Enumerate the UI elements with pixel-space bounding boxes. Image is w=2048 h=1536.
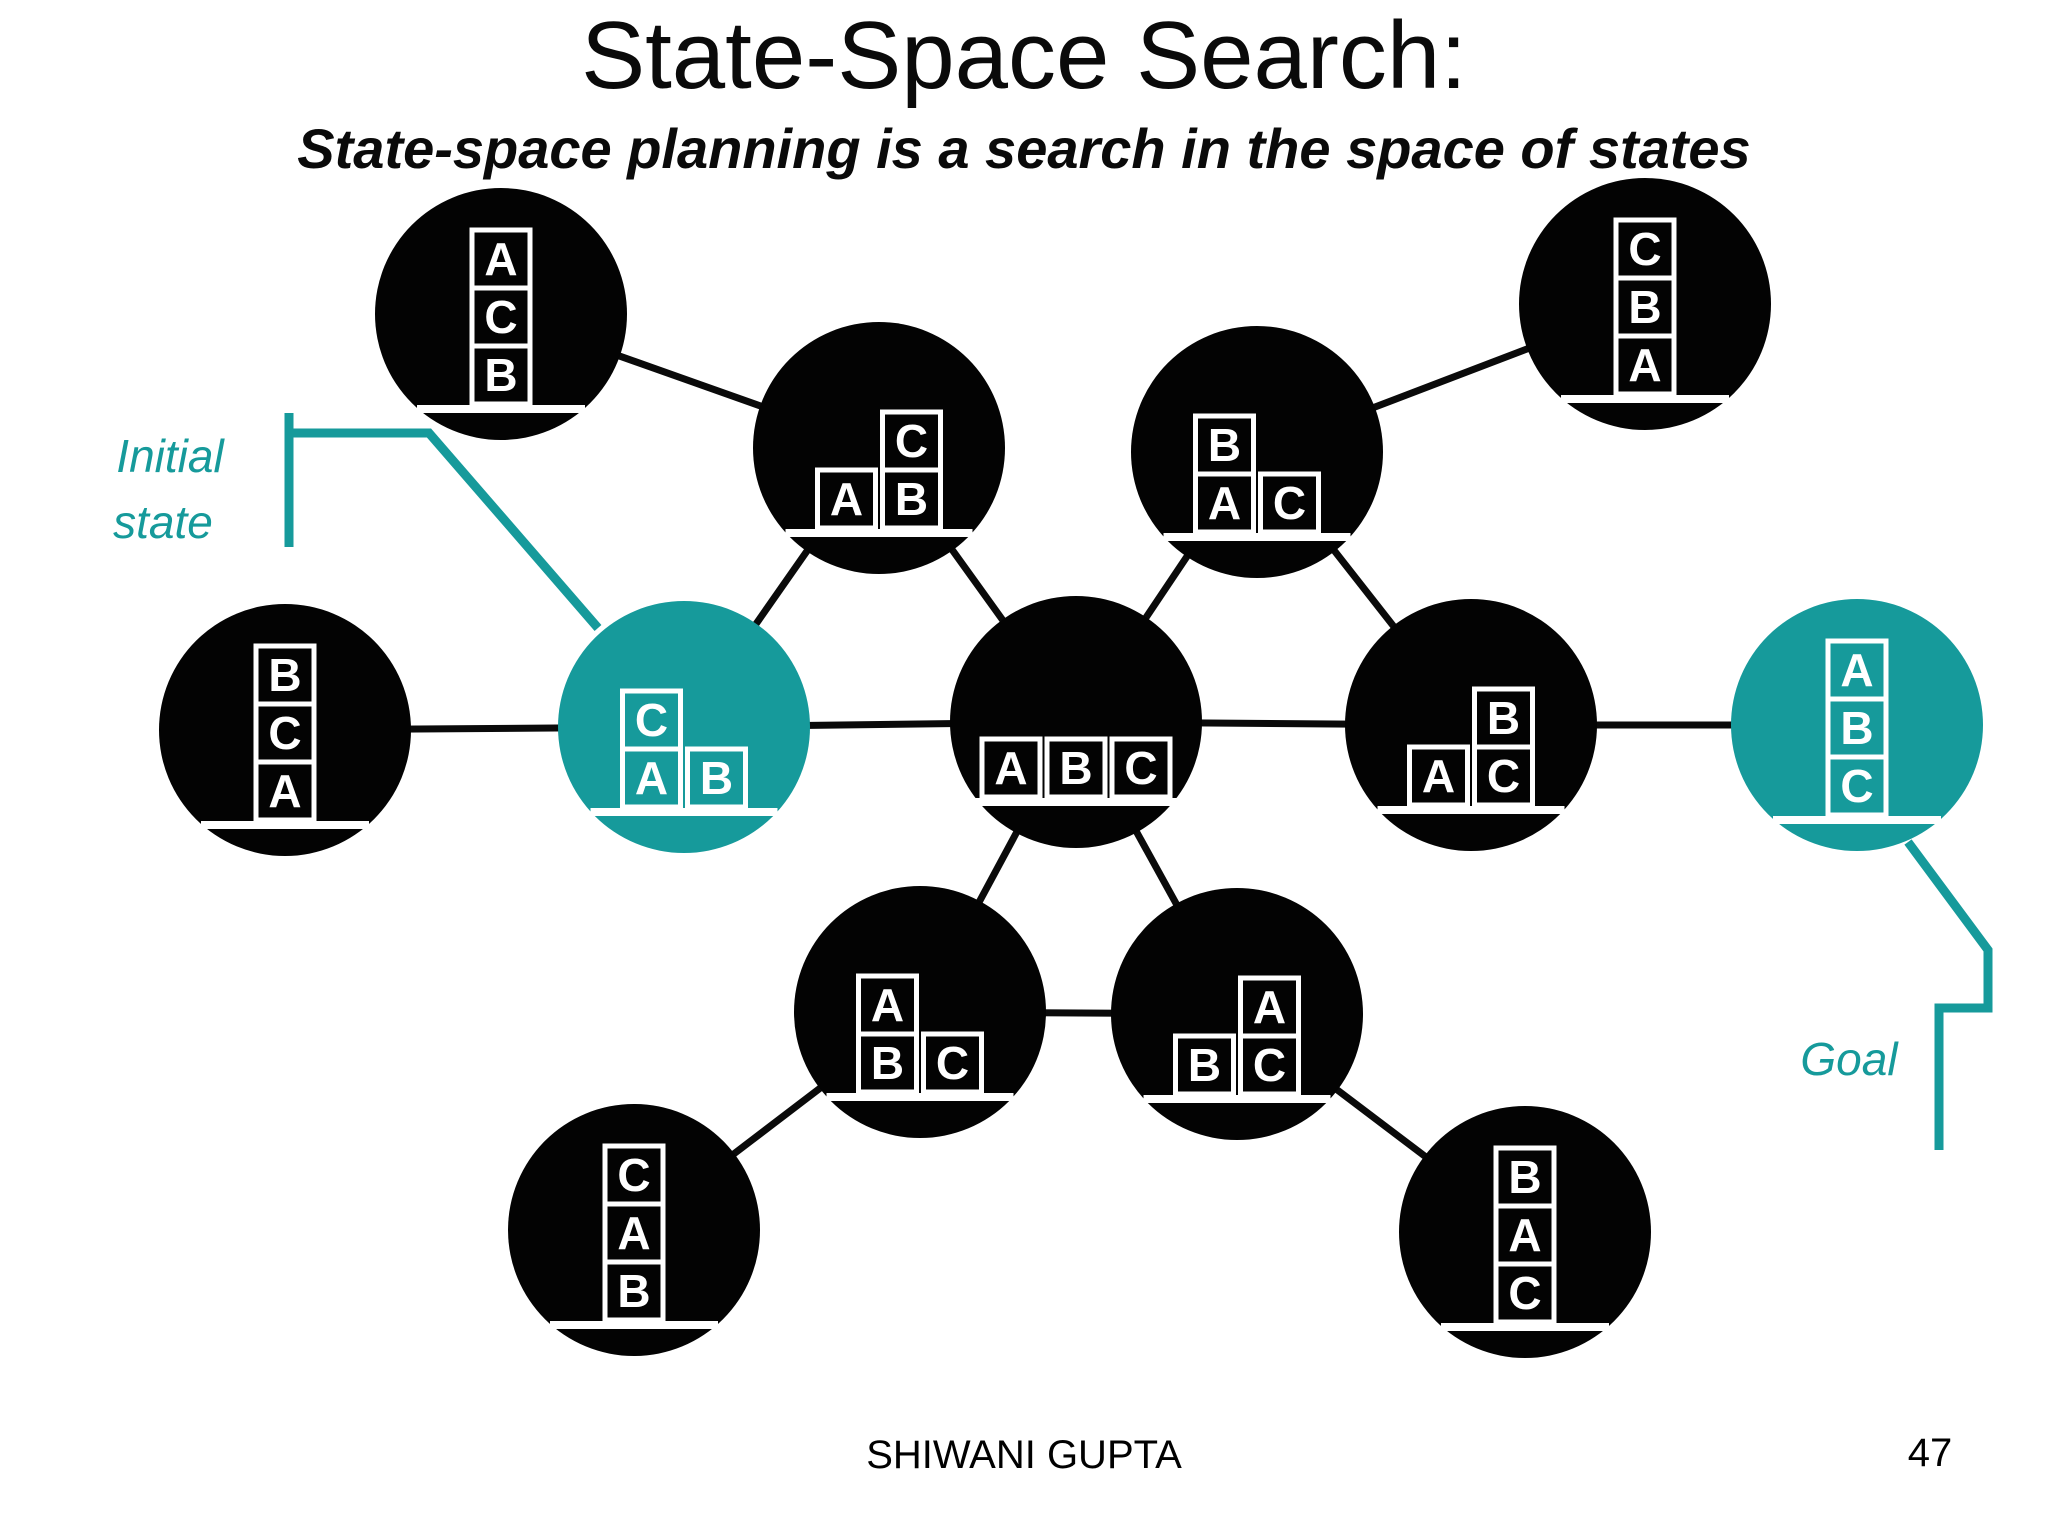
node-circle (1731, 599, 1983, 851)
block-letter-b: B (1208, 419, 1241, 471)
state-node-stack-bca: ACB (159, 604, 411, 856)
block-b (1493, 1145, 1557, 1209)
block-letter-c: C (635, 694, 668, 746)
block-c (880, 409, 943, 473)
node-circle (375, 188, 627, 440)
block-letter-a: A (830, 473, 863, 525)
block-letter-a: A (871, 979, 904, 1031)
block-letter-b: B (1059, 742, 1092, 794)
block-letter-b: B (1188, 1039, 1221, 1091)
block-letter-b: B (1487, 692, 1520, 744)
block-letter-c: C (268, 707, 301, 759)
state-node-stack-abc: CBA (1731, 599, 1983, 851)
goal-connector-line (1904, 839, 1993, 1150)
block-a (815, 467, 878, 531)
block-c (921, 1031, 984, 1095)
footer-author: SHIWANI GUPTA (866, 1433, 1182, 1477)
state-node-ba-c: ABC (1131, 326, 1383, 578)
state-node-stack-cab: BAC (508, 1104, 760, 1356)
block-letter-c: C (895, 415, 928, 467)
state-node-ab-c: BAC (794, 886, 1046, 1138)
block-letter-c: C (1273, 477, 1306, 529)
block-letter-a: A (484, 233, 517, 285)
block-c (620, 688, 683, 752)
block-letter-c: C (936, 1037, 969, 1089)
block-letter-c: C (1487, 750, 1520, 802)
block-c (602, 1143, 666, 1207)
annotations-layer (284, 413, 1993, 1150)
block-a (1407, 744, 1470, 808)
initial-state-label-line2: state (113, 496, 213, 548)
node-circle (508, 1104, 760, 1356)
initial-state-label-line1: Initial (116, 430, 225, 482)
block-letter-c: C (1124, 742, 1157, 794)
block-letter-a: A (994, 742, 1027, 794)
state-node-ca-b: ACB (558, 601, 810, 853)
block-letter-b: B (268, 649, 301, 701)
block-letter-a: A (617, 1207, 650, 1259)
block-letter-c: C (1253, 1039, 1286, 1091)
goal-label: Goal (1800, 1033, 1899, 1085)
block-letter-a: A (635, 752, 668, 804)
block-b (685, 746, 748, 810)
block-c (1258, 471, 1321, 535)
block-letter-a: A (1422, 750, 1455, 802)
block-letter-b: B (700, 752, 733, 804)
block-letter-b: B (1628, 281, 1661, 333)
block-c (1613, 217, 1677, 281)
block-letter-c: C (1628, 223, 1661, 275)
block-a (469, 227, 533, 291)
node-circle (159, 604, 411, 856)
initial-state-connector-line (289, 428, 602, 631)
block-letter-a: A (268, 765, 301, 817)
block-letter-a: A (1253, 981, 1286, 1033)
state-node-stack-acb: BCA (375, 188, 627, 440)
node-circle (1519, 178, 1771, 430)
block-b (1193, 413, 1256, 477)
block-letter-b: B (1508, 1151, 1541, 1203)
block-a (856, 973, 919, 1037)
block-b (1472, 686, 1535, 750)
block-letter-c: C (617, 1149, 650, 1201)
block-letter-b: B (871, 1037, 904, 1089)
block-b (1044, 736, 1108, 800)
block-a (1238, 975, 1301, 1039)
block-letter-a: A (1840, 644, 1873, 696)
page-number: 47 (1908, 1431, 1953, 1475)
block-letter-b: B (895, 473, 928, 525)
block-letter-b: B (1840, 702, 1873, 754)
block-letter-a: A (1508, 1209, 1541, 1261)
block-a (1825, 638, 1889, 702)
block-letter-c: C (1508, 1267, 1541, 1319)
node-circle (950, 596, 1202, 848)
block-letter-a: A (1208, 477, 1241, 529)
state-node-stack-bac: CAB (1399, 1106, 1651, 1358)
node-circle (1399, 1106, 1651, 1358)
block-letter-b: B (484, 349, 517, 401)
slide-subtitle: State-space planning is a search in the … (297, 117, 1750, 180)
block-a (979, 736, 1043, 800)
page-title: State-Space Search: (581, 2, 1467, 109)
block-b (1173, 1033, 1236, 1097)
block-c (1109, 736, 1173, 800)
block-letter-c: C (484, 291, 517, 343)
block-letter-b: B (617, 1265, 650, 1317)
state-node-stack-cba: ABC (1519, 178, 1771, 430)
block-b (253, 643, 317, 707)
block-letter-c: C (1840, 760, 1873, 812)
block-letter-a: A (1628, 339, 1661, 391)
